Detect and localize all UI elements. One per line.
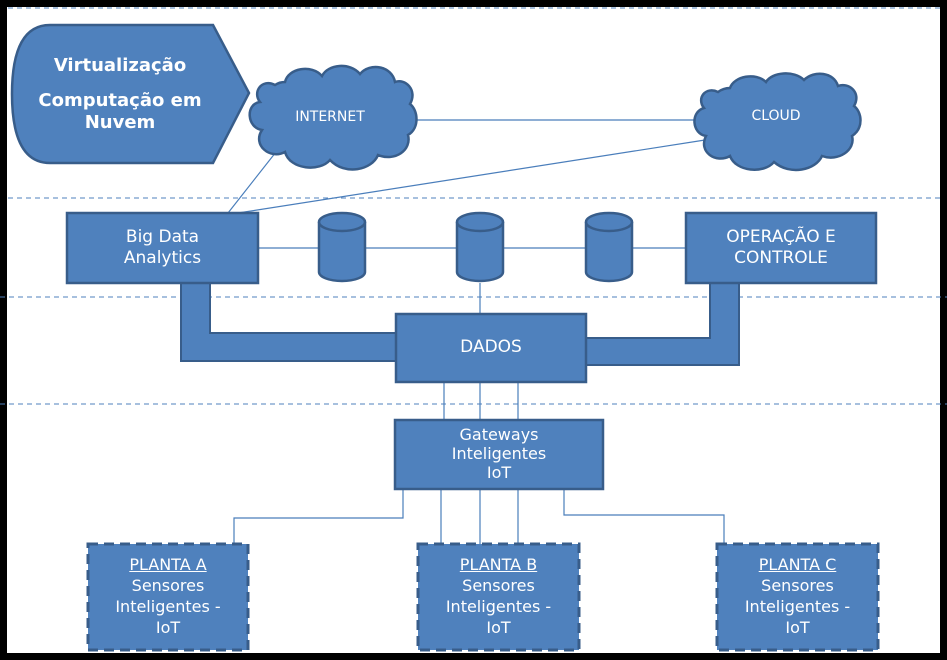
- planta-c-label: PLANTA C Sensores Inteligentes - IoT: [717, 544, 878, 650]
- planta-c-line2: Inteligentes -: [744, 597, 851, 616]
- gateways-line2: Inteligentes: [451, 443, 547, 463]
- planta-a-title: PLANTA A: [129, 555, 207, 575]
- gateways-box[interactable]: [393, 418, 605, 491]
- planta-b-box[interactable]: [416, 542, 581, 652]
- layer-separators: [0, 7, 947, 405]
- gateways-label: Gateways Inteligentes IoT: [395, 418, 603, 489]
- big-data-line1: Big Data: [125, 226, 200, 247]
- cloud-label: CLOUD: [751, 108, 801, 125]
- gateways-line1: Gateways: [459, 424, 539, 444]
- big-data-line2: Analytics: [123, 248, 202, 268]
- bus-left: [180, 281, 401, 362]
- planta-a-line1: Sensores: [131, 576, 205, 596]
- virtualization-line3: Nuvem: [84, 112, 156, 134]
- planta-a-line3: IoT: [155, 617, 181, 637]
- planta-c-line1: Sensores: [761, 576, 834, 596]
- connector-cloud-bigdata: [237, 139, 706, 214]
- cloud-shape[interactable]: [693, 72, 862, 172]
- virtualization-label: Virtualização Computação em Nuvem: [20, 40, 220, 150]
- virtualization-shape: [10, 23, 251, 165]
- operacao-line2: CONTROLE: [734, 248, 828, 268]
- planta-b-line2: Inteligentes -: [445, 597, 552, 616]
- database-icon: [455, 211, 505, 283]
- planta-a-box[interactable]: [86, 542, 250, 652]
- database-icon: [584, 211, 634, 283]
- dados-label: DADOS: [460, 337, 522, 358]
- big-data-label: Big Data Analytics: [67, 215, 258, 281]
- big-data-analytics-box[interactable]: [65, 211, 260, 285]
- dados-box[interactable]: [394, 312, 588, 384]
- internet-cloud-shape[interactable]: [248, 64, 418, 171]
- planta-b-label: PLANTA B Sensores Inteligentes - IoT: [418, 544, 579, 650]
- bus-right: [584, 281, 740, 366]
- planta-a-label: PLANTA A Sensores Inteligentes - IoT: [88, 544, 248, 650]
- connector-gw-planta-c: [563, 489, 725, 544]
- planta-a-line2: Inteligentes -: [115, 597, 221, 616]
- planta-c-box[interactable]: [715, 542, 880, 652]
- planta-b-line1: Sensores: [462, 576, 535, 596]
- operacao-label: OPERAÇÃO E CONTROLE: [686, 215, 876, 281]
- operacao-line1: OPERAÇÃO E: [726, 226, 836, 247]
- connector-internet-bigdata: [227, 151, 277, 214]
- gateways-line3: IoT: [486, 463, 512, 483]
- virtualization-line2: Computação em: [38, 89, 202, 111]
- operacao-controle-box[interactable]: [684, 211, 878, 285]
- virtualization-line1: Virtualização: [53, 55, 187, 77]
- planta-b-line3: IoT: [486, 617, 511, 637]
- planta-c-title: PLANTA C: [758, 555, 837, 575]
- internet-label: INTERNET: [295, 109, 365, 126]
- connector-gw-planta-a: [233, 489, 404, 544]
- planta-b-title: PLANTA B: [459, 555, 538, 575]
- database-icon: [317, 211, 367, 283]
- planta-c-line3: IoT: [785, 617, 810, 637]
